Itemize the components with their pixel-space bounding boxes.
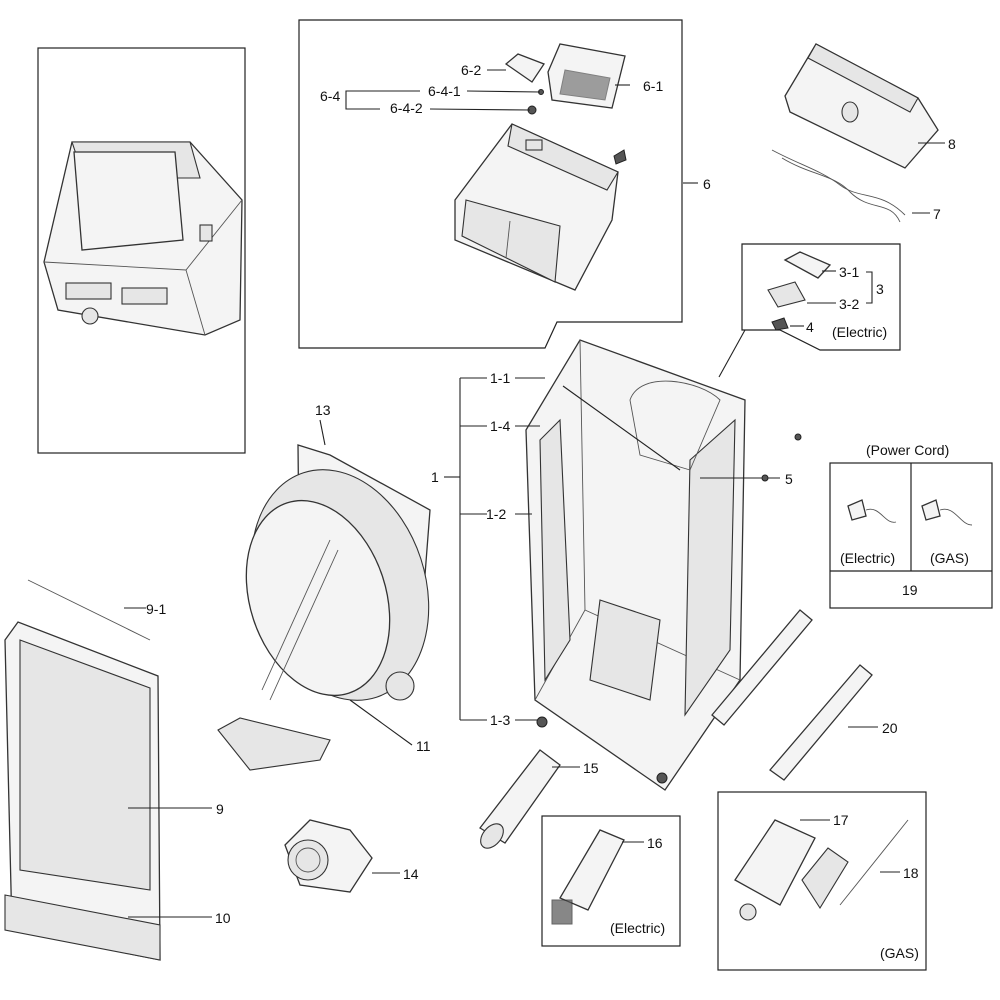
label-6-4: 6-4 (320, 88, 340, 104)
main-pcb-illustration (547, 43, 626, 109)
gas-burner-group (717, 791, 927, 971)
label-20: 20 (882, 720, 898, 736)
heater-terminal-part (551, 899, 573, 925)
screw-part (761, 474, 769, 482)
gas-burner-part (734, 819, 816, 906)
module-board-part (783, 251, 832, 279)
label-11: 11 (416, 738, 431, 754)
label-4: 4 (806, 319, 814, 335)
clip-part (613, 149, 627, 165)
control-panel-illustration (454, 123, 619, 291)
label-13: 13 (315, 402, 331, 418)
label-17: 17 (833, 812, 849, 828)
label-electric-3: (Electric) (832, 324, 887, 340)
power-cord-group (829, 462, 993, 609)
blower-illustration (284, 819, 400, 893)
label-18: 18 (903, 865, 919, 881)
label-5: 5 (785, 471, 793, 487)
heater-group (541, 815, 681, 947)
label-6-4-2: 6-4-2 (390, 100, 423, 116)
label-3-2: 3-2 (839, 296, 859, 312)
label-16: 16 (647, 835, 663, 851)
label-14: 14 (403, 866, 419, 882)
label-3-1: 3-1 (839, 264, 859, 280)
label-10: 10 (215, 910, 231, 926)
label-9: 9 (216, 801, 224, 817)
gas-burner-nozzle-part (739, 903, 757, 921)
group-3-frame (741, 243, 901, 351)
electric-cord-part (847, 499, 867, 521)
label-1-1: 1-1 (490, 370, 510, 386)
control-panel-group (298, 19, 698, 349)
label-9-1: 9-1 (146, 601, 166, 617)
module-sheet-part (767, 281, 806, 308)
gas-cord-part (921, 499, 941, 521)
label-electric-16: (Electric) (610, 920, 665, 936)
electric-module-group (718, 243, 901, 378)
heater-part (559, 829, 625, 911)
drum-illustration (245, 419, 431, 746)
cabinet-frame-illustration (525, 339, 746, 791)
label-gas-17: (GAS) (880, 945, 919, 961)
group-17-frame (717, 791, 927, 971)
label-6-1: 6-1 (643, 78, 663, 94)
gas-valve-part (801, 847, 849, 910)
exhaust-duct-illustration (479, 749, 580, 849)
label-1: 1 (431, 469, 439, 485)
label-1-4: 1-4 (490, 418, 510, 434)
label-1-3: 1-3 (490, 712, 510, 728)
leveling-bracket-illustration (711, 609, 878, 781)
label-8: 8 (948, 136, 956, 152)
inset-frame (37, 47, 246, 454)
label-power-cord: (Power Cord) (866, 442, 949, 458)
label-cord-electric: (Electric) (840, 550, 895, 566)
label-6: 6 (703, 176, 711, 192)
group-16-frame (541, 815, 681, 947)
screw-part (794, 433, 802, 441)
label-15: 15 (583, 760, 599, 776)
pcb-bracket-illustration (504, 53, 545, 83)
label-3: 3 (876, 281, 884, 297)
assembled-dryer-inset (37, 47, 246, 454)
module-clip-part (771, 317, 789, 331)
group-6-frame (298, 19, 683, 349)
gas-tube-part (839, 819, 909, 906)
top-cover-illustration (784, 43, 945, 169)
door-illustration (4, 579, 212, 961)
label-7: 7 (933, 206, 941, 222)
wire-harness-illustration (771, 149, 930, 223)
label-19: 19 (902, 582, 918, 598)
label-6-2: 6-2 (461, 62, 481, 78)
label-cord-gas: (GAS) (930, 550, 969, 566)
front-panel-illustration (217, 671, 415, 771)
label-6-4-1: 6-4-1 (428, 83, 461, 99)
label-1-2: 1-2 (486, 506, 506, 522)
assembled-dryer-illustration (43, 141, 243, 336)
